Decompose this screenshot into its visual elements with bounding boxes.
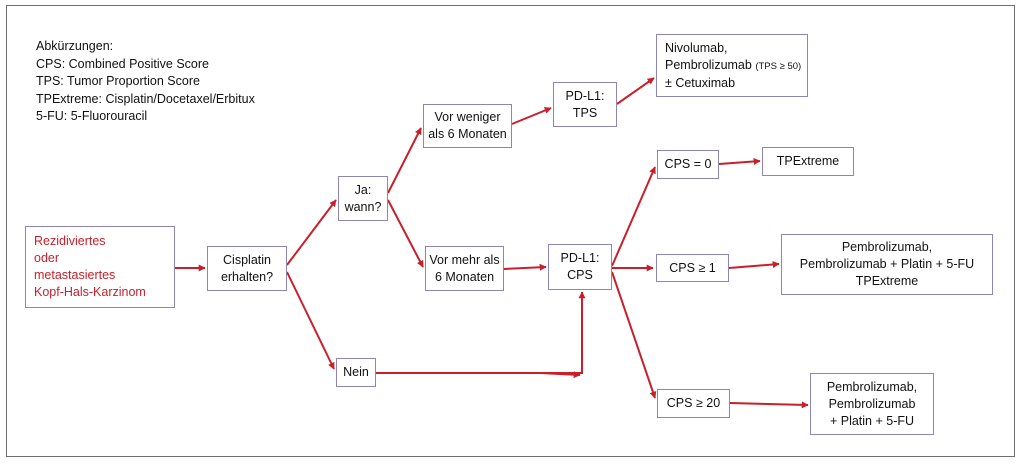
node-line: CPS — [567, 268, 593, 282]
node-cps20-result: Pembrolizumab, Pembrolizumab + Platin + … — [810, 373, 934, 435]
edge-cps0-to-tpextreme — [718, 157, 761, 165]
edge-cisplatin-to-ja — [286, 199, 337, 266]
node-line: Cisplatin — [223, 252, 271, 267]
legend-item: CPS: Combined Positive Score — [36, 56, 209, 71]
node-pdl1-tps: PD-L1: TPS — [553, 82, 617, 127]
node-line: TPS — [572, 105, 598, 120]
node-ja: Ja: wann? — [338, 176, 388, 221]
edge-cps-to-cps0 — [611, 166, 656, 267]
legend-item: TPS: Tumor Proportion Score — [36, 74, 200, 88]
edge-weniger-to-tps — [511, 107, 552, 125]
node-nivolumab-result: Nivolumab, Pembrolizumab (TPS ≥ 50) ± Ce… — [656, 34, 808, 97]
node-line: Pembrolizumab — [828, 396, 916, 411]
edge-ja-to-mehr — [387, 199, 424, 268]
edge-cps20-to-result — [729, 401, 809, 409]
edge-cisplatin-to-nein — [286, 271, 335, 370]
abbreviations-legend: Abkürzungen: CPS: Combined Positive Scor… — [36, 38, 255, 126]
node-vor-mehr: Vor mehr als 6 Monaten — [425, 246, 504, 291]
node-line: PD-L1: — [565, 88, 605, 103]
node-line: oder — [34, 251, 60, 265]
edge-mehr-to-cps — [503, 263, 547, 271]
node-cisplatin: Cisplatin erhalten? — [207, 246, 287, 291]
node-cps20: CPS ≥ 20 — [657, 389, 730, 418]
node-line: Nein — [343, 365, 369, 379]
edge-cps-to-cps20 — [611, 271, 657, 399]
edge-nein-marker — [539, 371, 581, 379]
node-line: metastasiertes — [34, 268, 116, 282]
node-line: als 6 Monaten — [428, 127, 507, 141]
legend-title: Abkürzungen: — [36, 39, 114, 53]
node-line: + Platin + 5-FU — [829, 413, 915, 428]
node-tpextreme-result: TPExtreme — [762, 147, 854, 176]
node-pdl1-cps: PD-L1: CPS — [548, 244, 612, 290]
node-line: CPS ≥ 1 — [669, 260, 716, 275]
edge-nein-to-cps — [376, 291, 586, 374]
node-line: 6 Monaten — [434, 269, 495, 284]
node-line: Vor mehr als — [429, 252, 500, 267]
node-line: CPS = 0 — [664, 157, 712, 171]
node-vor-weniger: Vor weniger als 6 Monaten — [423, 104, 512, 148]
node-cps0: CPS = 0 — [657, 150, 719, 179]
edge-ja-to-weniger — [387, 127, 422, 194]
node-line: ± Cetuximab — [665, 75, 736, 90]
node-line: Kopf-Hals-Karzinom — [34, 285, 146, 299]
node-line: wann? — [344, 199, 382, 214]
node-line: Pembrolizumab, — [841, 240, 933, 254]
edge-cps1-to-result — [728, 261, 780, 269]
node-line: Nivolumab, — [665, 40, 728, 55]
node-line: Pembrolizumab + Platin + 5-FU — [799, 257, 975, 271]
node-line: Pembrolizumab (TPS ≥ 50) — [665, 57, 807, 75]
node-line: Rezidiviertes — [34, 234, 106, 248]
node-line: PD-L1: — [560, 251, 600, 265]
node-line: Pembrolizumab, — [826, 379, 918, 394]
node-cps1-result: Pembrolizumab, Pembrolizumab + Platin + … — [781, 234, 993, 295]
node-line: Ja: — [354, 182, 372, 197]
tps-note: (TPS ≥ 50) — [755, 60, 802, 72]
node-cps1: CPS ≥ 1 — [656, 254, 729, 282]
node-line: TPExtreme — [855, 274, 919, 288]
diagram-frame — [6, 5, 1015, 457]
legend-item: TPExtreme: Cisplatin/Docetaxel/Erbitux — [36, 91, 255, 106]
node-line: Vor weniger — [434, 110, 501, 124]
node-line: CPS ≥ 20 — [666, 396, 721, 410]
node-line: erhalten? — [220, 269, 274, 284]
node-nein: Nein — [336, 358, 376, 387]
node-line: TPExtreme — [776, 154, 840, 168]
node-start: Rezidiviertes oder metastasiertes Kopf-H… — [25, 226, 175, 308]
node-line-text: Pembrolizumab — [665, 57, 752, 72]
legend-item: 5-FU: 5-Fluorouracil — [36, 109, 148, 123]
edge-tps-to-nivolumab — [616, 77, 655, 105]
